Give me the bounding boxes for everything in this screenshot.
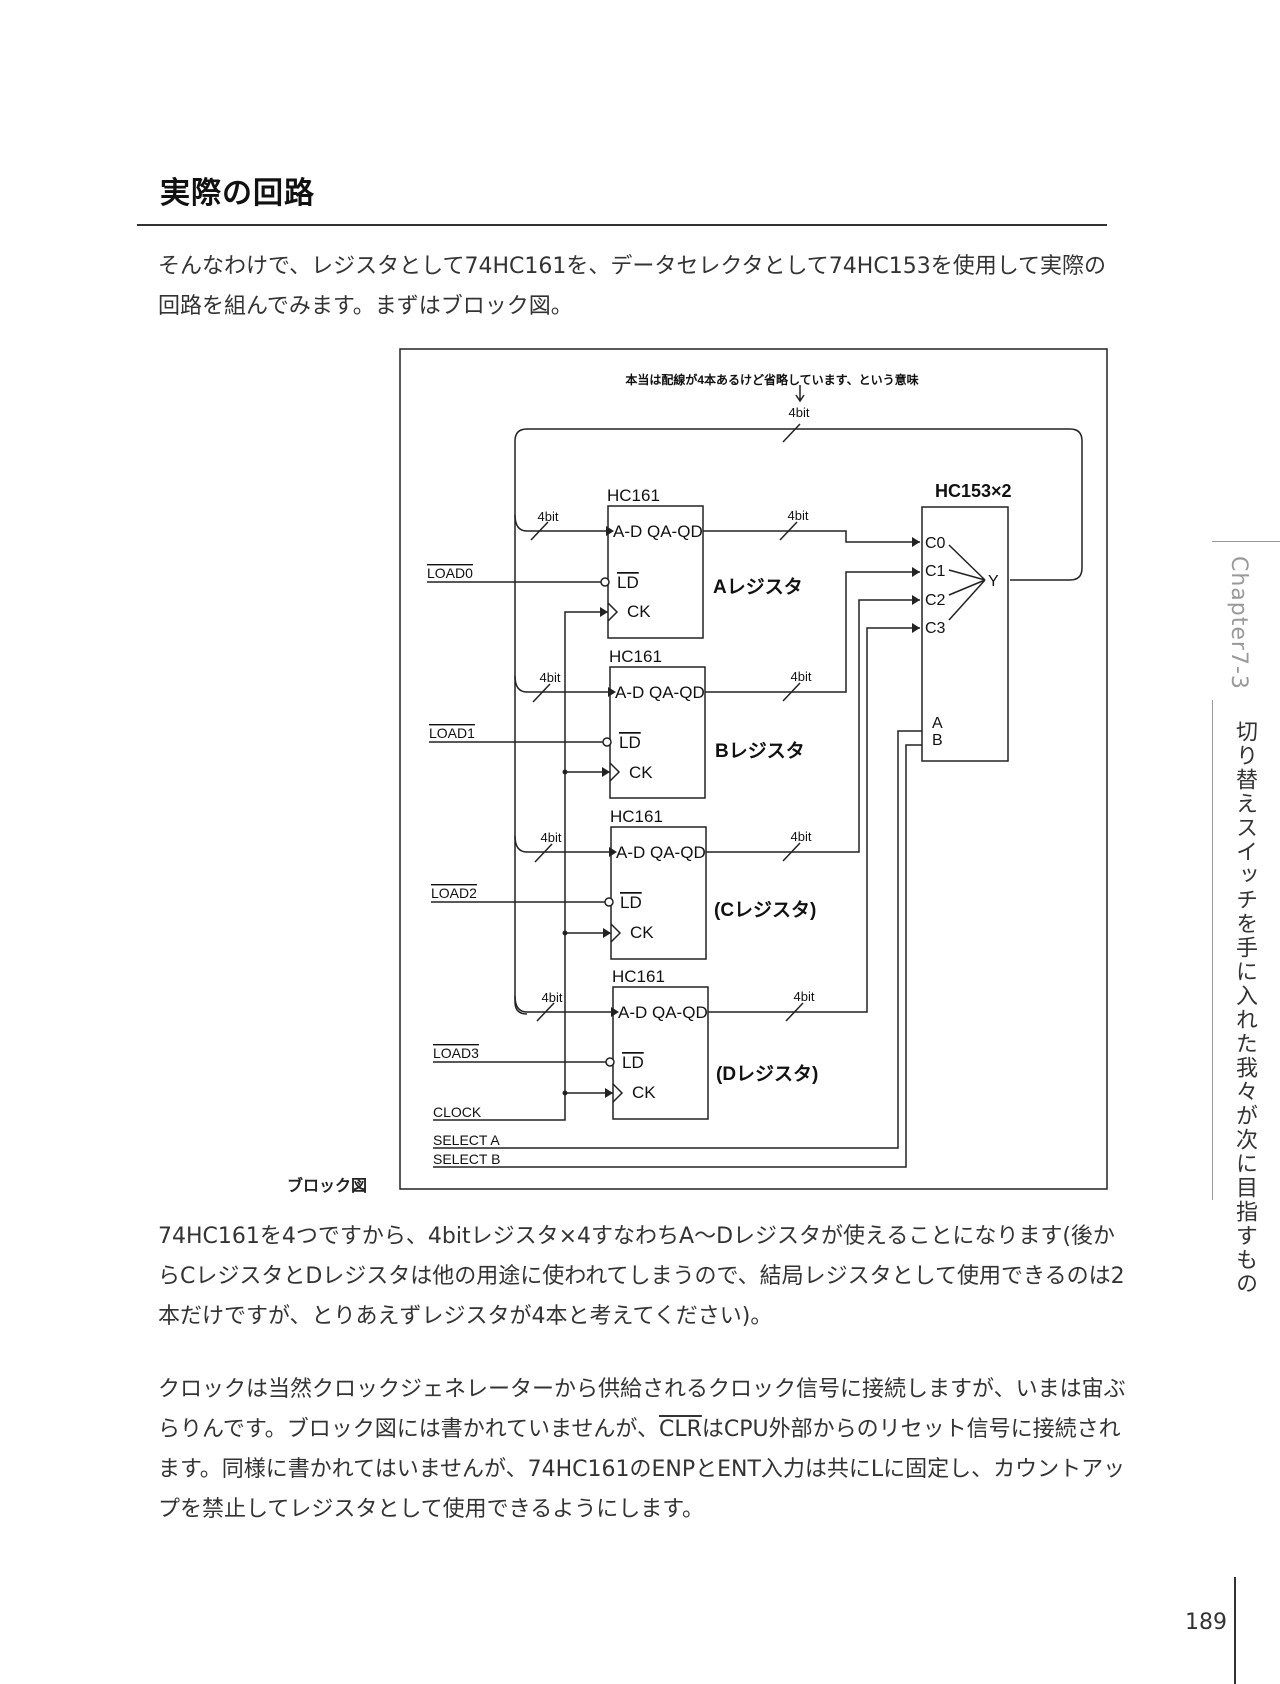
paragraph-three: クロックは当然クロックジェネレーターから供給されるクロック信号に接続しますが、い… — [158, 1370, 1128, 1530]
select-b-label: SELECT B — [433, 1151, 500, 1167]
side-rule-vertical — [1212, 700, 1213, 1200]
bus-to-c — [514, 835, 609, 853]
intro-paragraph: そんなわけで、レジスタとして74HC161を、データセレクタとして74HC153… — [158, 254, 1107, 319]
register-a-in-width: 4bit — [538, 509, 559, 524]
register-b-out-width: 4bit — [791, 669, 812, 684]
figure-note: 本当は配線が4本あるけど省略しています、という意味 — [625, 372, 918, 387]
side-rule-top — [1212, 541, 1280, 542]
register-d-ld: LD — [622, 1053, 644, 1072]
selector-input-c0: C0 — [925, 535, 946, 552]
load3-label: LOAD3 — [433, 1045, 479, 1061]
register-d-chip: HC161 — [612, 967, 665, 986]
out-d — [708, 627, 920, 1013]
heading-rule — [137, 224, 1107, 226]
register-d-box — [612, 986, 709, 1120]
register-c-ld: LD — [620, 893, 642, 912]
clock-line — [433, 611, 608, 1121]
load1-label: LOAD1 — [429, 725, 475, 741]
register-c-chip: HC161 — [610, 807, 663, 826]
clock-label: CLOCK — [433, 1104, 482, 1120]
register-b-chip: HC161 — [609, 647, 662, 666]
page-number: 189 — [1185, 1610, 1227, 1635]
register-b-name: Bレジスタ — [715, 740, 805, 762]
load2-label: LOAD2 — [431, 885, 477, 901]
bus-to-b — [514, 675, 608, 693]
register-a-out-width: 4bit — [788, 508, 809, 523]
register-a-ld: LD — [617, 573, 639, 592]
register-d-name: (Dレジスタ) — [716, 1063, 818, 1085]
register-d-in-width: 4bit — [542, 990, 563, 1005]
out-c — [706, 599, 920, 853]
bus-to-d — [514, 995, 611, 1013]
register-b-ports: A-D QA-QD — [615, 683, 705, 702]
side-title: 切り替えスイッチを手に入れた我々が次に目指すもの — [1232, 720, 1257, 1296]
figure-caption: ブロック図 — [287, 1176, 368, 1195]
out-a — [703, 530, 920, 543]
register-c-ck: CK — [630, 923, 654, 942]
register-c-in-width: 4bit — [541, 830, 562, 845]
page-bar — [1234, 1577, 1236, 1684]
selector-input-c1: C1 — [925, 563, 946, 580]
register-d-out-width: 4bit — [794, 989, 815, 1004]
select-a-line — [433, 730, 922, 1149]
paragraph-three-before: クロックは当然クロックジェネレーターから供給されるクロック信号に接続しますが、い… — [158, 1377, 1126, 1442]
out-b — [705, 571, 920, 693]
paragraph-two: 74HC161を4つですから、4bitレジスタ×4すなわちA～Dレジスタが使える… — [158, 1224, 1125, 1329]
register-b-ld: LD — [619, 733, 641, 752]
register-a-name: Aレジスタ — [713, 576, 803, 598]
register-a-chip: HC161 — [607, 486, 660, 505]
bus-to-a — [514, 514, 606, 532]
selector-select-a: A — [932, 715, 943, 732]
register-c-out-width: 4bit — [791, 829, 812, 844]
selector-title: HC153×2 — [935, 481, 1012, 501]
register-c-box — [610, 826, 707, 960]
register-b-ck: CK — [629, 763, 653, 782]
feedback-bus — [514, 428, 1083, 1015]
selector-input-c3: C3 — [925, 620, 946, 637]
clr-signal: CLR — [658, 1417, 702, 1442]
register-b-box — [609, 666, 706, 799]
register-a-ports: A-D QA-QD — [613, 522, 703, 541]
selector-box — [921, 506, 1009, 762]
register-a-box — [607, 505, 704, 639]
register-d-ports: A-D QA-QD — [618, 1003, 708, 1022]
register-c-ports: A-D QA-QD — [616, 843, 706, 862]
register-b-in-width: 4bit — [540, 670, 561, 685]
select-b-line — [433, 744, 922, 1168]
side-chapter: Chapter7-3 — [1226, 556, 1251, 690]
select-a-label: SELECT A — [433, 1132, 500, 1148]
paragraph-three-after: はCPU外部からのリセット信号に接続されます。同様に書かれてはいませんが、74H… — [158, 1417, 1126, 1522]
selector-select-b: B — [932, 732, 943, 749]
figure-frame — [399, 348, 1108, 1190]
load0-label: LOAD0 — [427, 565, 473, 581]
selector-output-y: Y — [988, 573, 999, 590]
register-d-ck: CK — [632, 1083, 656, 1102]
register-c-name: (Cレジスタ) — [714, 899, 816, 921]
selector-input-c2: C2 — [925, 592, 946, 609]
top-bus-width: 4bit — [789, 405, 810, 420]
register-a-ck: CK — [627, 602, 651, 621]
section-heading: 実際の回路 — [160, 176, 315, 211]
